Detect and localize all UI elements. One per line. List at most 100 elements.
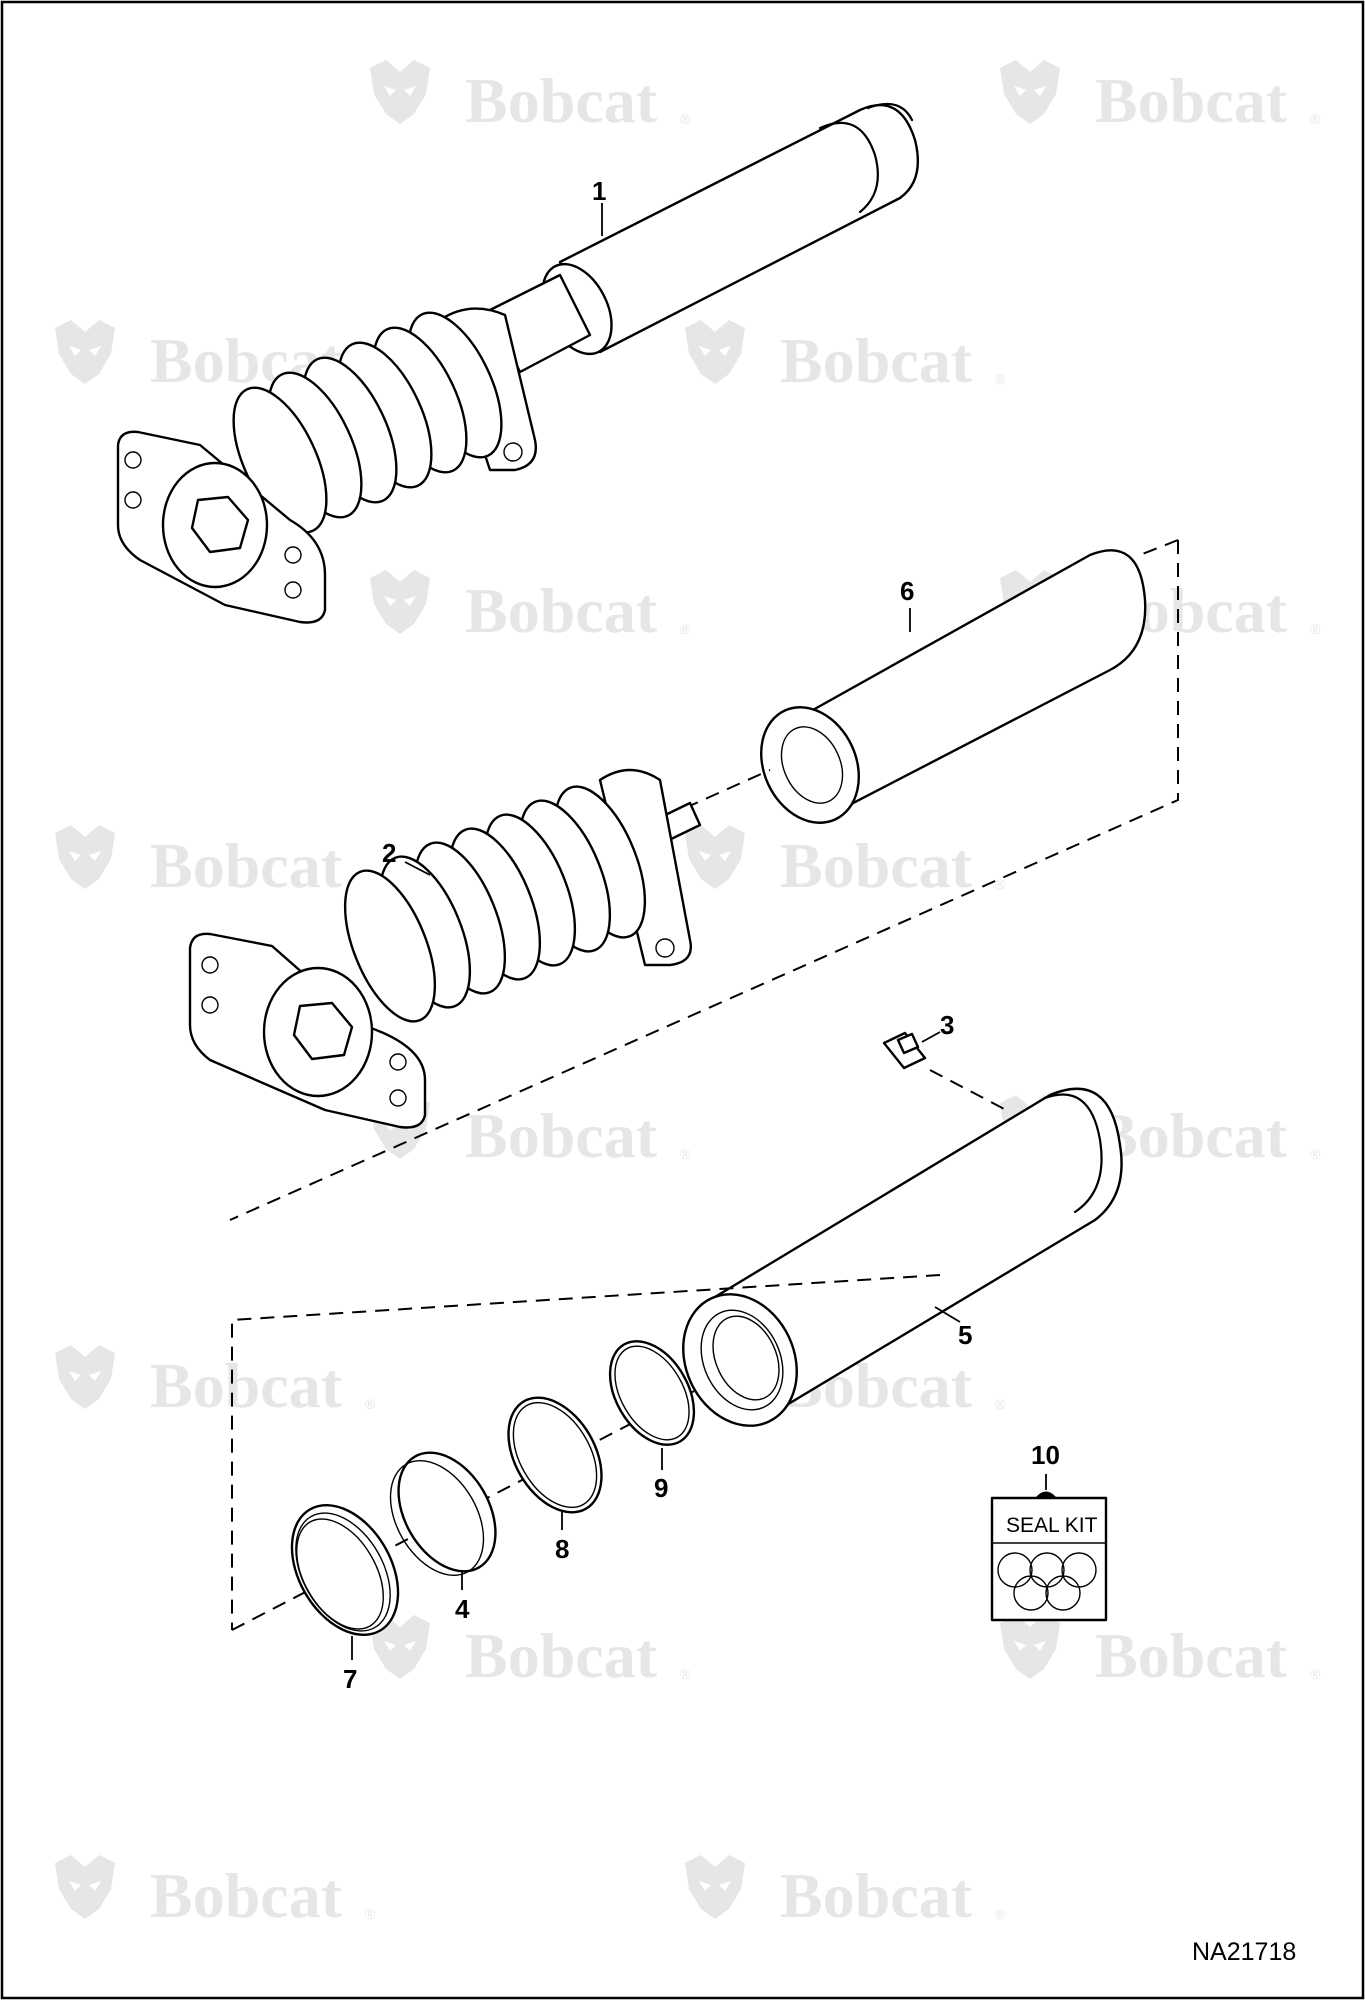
callout-2-leader (404, 861, 431, 876)
part-7-seal-lip (296, 1518, 384, 1630)
watermark-layer: Bobcat ® Bobcat ® Bobcat ® Bobcat ® Bobc… (55, 60, 1321, 1931)
watermark: Bobcat ® (1000, 1095, 1321, 1171)
watermark-brand-text: Bobcat (780, 1860, 973, 1931)
bobcat-logo-icon (55, 1345, 115, 1409)
callout-9: 9 (654, 1473, 668, 1503)
part-6-end (760, 706, 860, 824)
part-1-cylinder-band (818, 121, 879, 214)
part-3-grease-fitting: 3 (882, 1010, 1011, 1113)
part-7-wiper-seal: 7 (290, 1503, 400, 1694)
seal-kit-orings-icon (997, 1552, 1097, 1611)
seal-kit-label: SEAL KIT (1006, 1514, 1098, 1537)
assembly-line-fitting (929, 1069, 1011, 1113)
bobcat-logo-icon (1000, 1615, 1060, 1679)
bobcat-logo-icon (685, 1855, 745, 1919)
part-5-body (703, 1087, 1123, 1414)
part-2-nut (292, 1001, 354, 1061)
part-4-backup-ring: 4 (389, 1451, 497, 1624)
part-2-plate-hole (201, 956, 219, 974)
watermark-registered-mark: ® (1310, 1146, 1321, 1162)
callout-5-leader (934, 1306, 961, 1323)
watermark: Bobcat ® (685, 825, 1006, 901)
assembly-line-tube-axis (684, 769, 771, 809)
assembly-line-lower (231, 1274, 941, 1630)
callout-3-leader (921, 1031, 941, 1043)
watermark: Bobcat ® (1000, 60, 1321, 136)
bobcat-logo-icon (370, 570, 430, 634)
watermark-brand-text: Bobcat (465, 575, 658, 646)
watermark: Bobcat ® (370, 1615, 691, 1691)
watermark-brand-text: Bobcat (1095, 65, 1288, 136)
part-2-spring-assembly: 2 (188, 768, 702, 1129)
watermark: Bobcat ® (370, 60, 691, 136)
part-3-fitting-hex (896, 1032, 920, 1055)
part-10-seal-kit: 10 SEAL KIT (990, 1440, 1108, 1622)
callout-4: 4 (455, 1594, 470, 1624)
bobcat-logo-icon (1000, 60, 1060, 124)
assembly-line-upper (229, 540, 1179, 1221)
watermark-brand-text: Bobcat (780, 830, 973, 901)
part-1-cylinder-cap (866, 102, 914, 122)
assembly-line-upper-top (1139, 539, 1179, 556)
part-2-plate-hole (389, 1089, 407, 1107)
part-8-ring: 8 (507, 1396, 603, 1564)
part-1-plate-hole (284, 581, 302, 599)
part-1-recoil-assembly: 1 (116, 102, 919, 624)
watermark: Bobcat ® (370, 1095, 691, 1171)
bobcat-logo-icon (370, 60, 430, 124)
part-8-ring-inner (512, 1401, 598, 1509)
part-6-body (793, 549, 1147, 817)
watermark-registered-mark: ® (680, 1666, 691, 1682)
seal-kit-box (990, 1496, 1108, 1622)
callout-10: 10 (1031, 1440, 1060, 1470)
watermark-registered-mark: ® (680, 621, 691, 637)
part-6-cylinder-tube: 6 (760, 549, 1147, 824)
watermark-brand-text: Bobcat (465, 1620, 658, 1691)
watermark-registered-mark: ® (680, 111, 691, 127)
watermark-registered-mark: ® (1310, 1666, 1321, 1682)
watermark-brand-text: Bobcat (780, 325, 973, 396)
part-1-plate-hole (124, 451, 142, 469)
watermark-registered-mark: ® (995, 371, 1006, 387)
part-1-plate-hole (124, 491, 142, 509)
part-2-flange-hole (655, 938, 675, 958)
watermark-registered-mark: ® (1310, 111, 1321, 127)
watermark-registered-mark: ® (995, 1396, 1006, 1412)
bobcat-logo-icon (55, 320, 115, 384)
watermark: Bobcat ® (685, 320, 1006, 396)
watermark: Bobcat ® (55, 1345, 376, 1421)
bobcat-logo-icon (685, 825, 745, 889)
part-2-plate-hole (389, 1053, 407, 1071)
part-9-ring-outer (608, 1340, 696, 1446)
part-2-spring (343, 785, 647, 1023)
part-1-spring (232, 311, 503, 534)
watermark-registered-mark: ® (365, 1906, 376, 1922)
callout-3: 3 (940, 1010, 954, 1040)
watermark: Bobcat ® (685, 1855, 1006, 1931)
part-5-thread (712, 1315, 780, 1401)
watermark: Bobcat ® (370, 570, 691, 646)
watermark-brand-text: Bobcat (465, 65, 658, 136)
watermark-registered-mark: ® (995, 876, 1006, 892)
part-8-ring-outer (507, 1396, 603, 1514)
part-5-band (1043, 1093, 1103, 1214)
callout-5: 5 (958, 1320, 972, 1350)
watermark-registered-mark: ® (365, 1396, 376, 1412)
part-4-ring-back (389, 1460, 485, 1576)
part-7-seal-outer (290, 1503, 400, 1637)
callout-1: 1 (592, 176, 606, 206)
part-5-thread (700, 1309, 784, 1411)
callout-8: 8 (555, 1534, 569, 1564)
watermark-brand-text: Bobcat (1095, 1100, 1288, 1171)
watermark-registered-mark: ® (680, 1146, 691, 1162)
bobcat-logo-icon (55, 825, 115, 889)
watermark-brand-text: Bobcat (465, 1100, 658, 1171)
watermark: Bobcat ® (55, 1855, 376, 1931)
watermark-registered-mark: ® (1310, 621, 1321, 637)
part-6-bore (780, 726, 844, 804)
part-1-plate-hole (284, 546, 302, 564)
watermark-brand-text: Bobcat (1095, 1620, 1288, 1691)
